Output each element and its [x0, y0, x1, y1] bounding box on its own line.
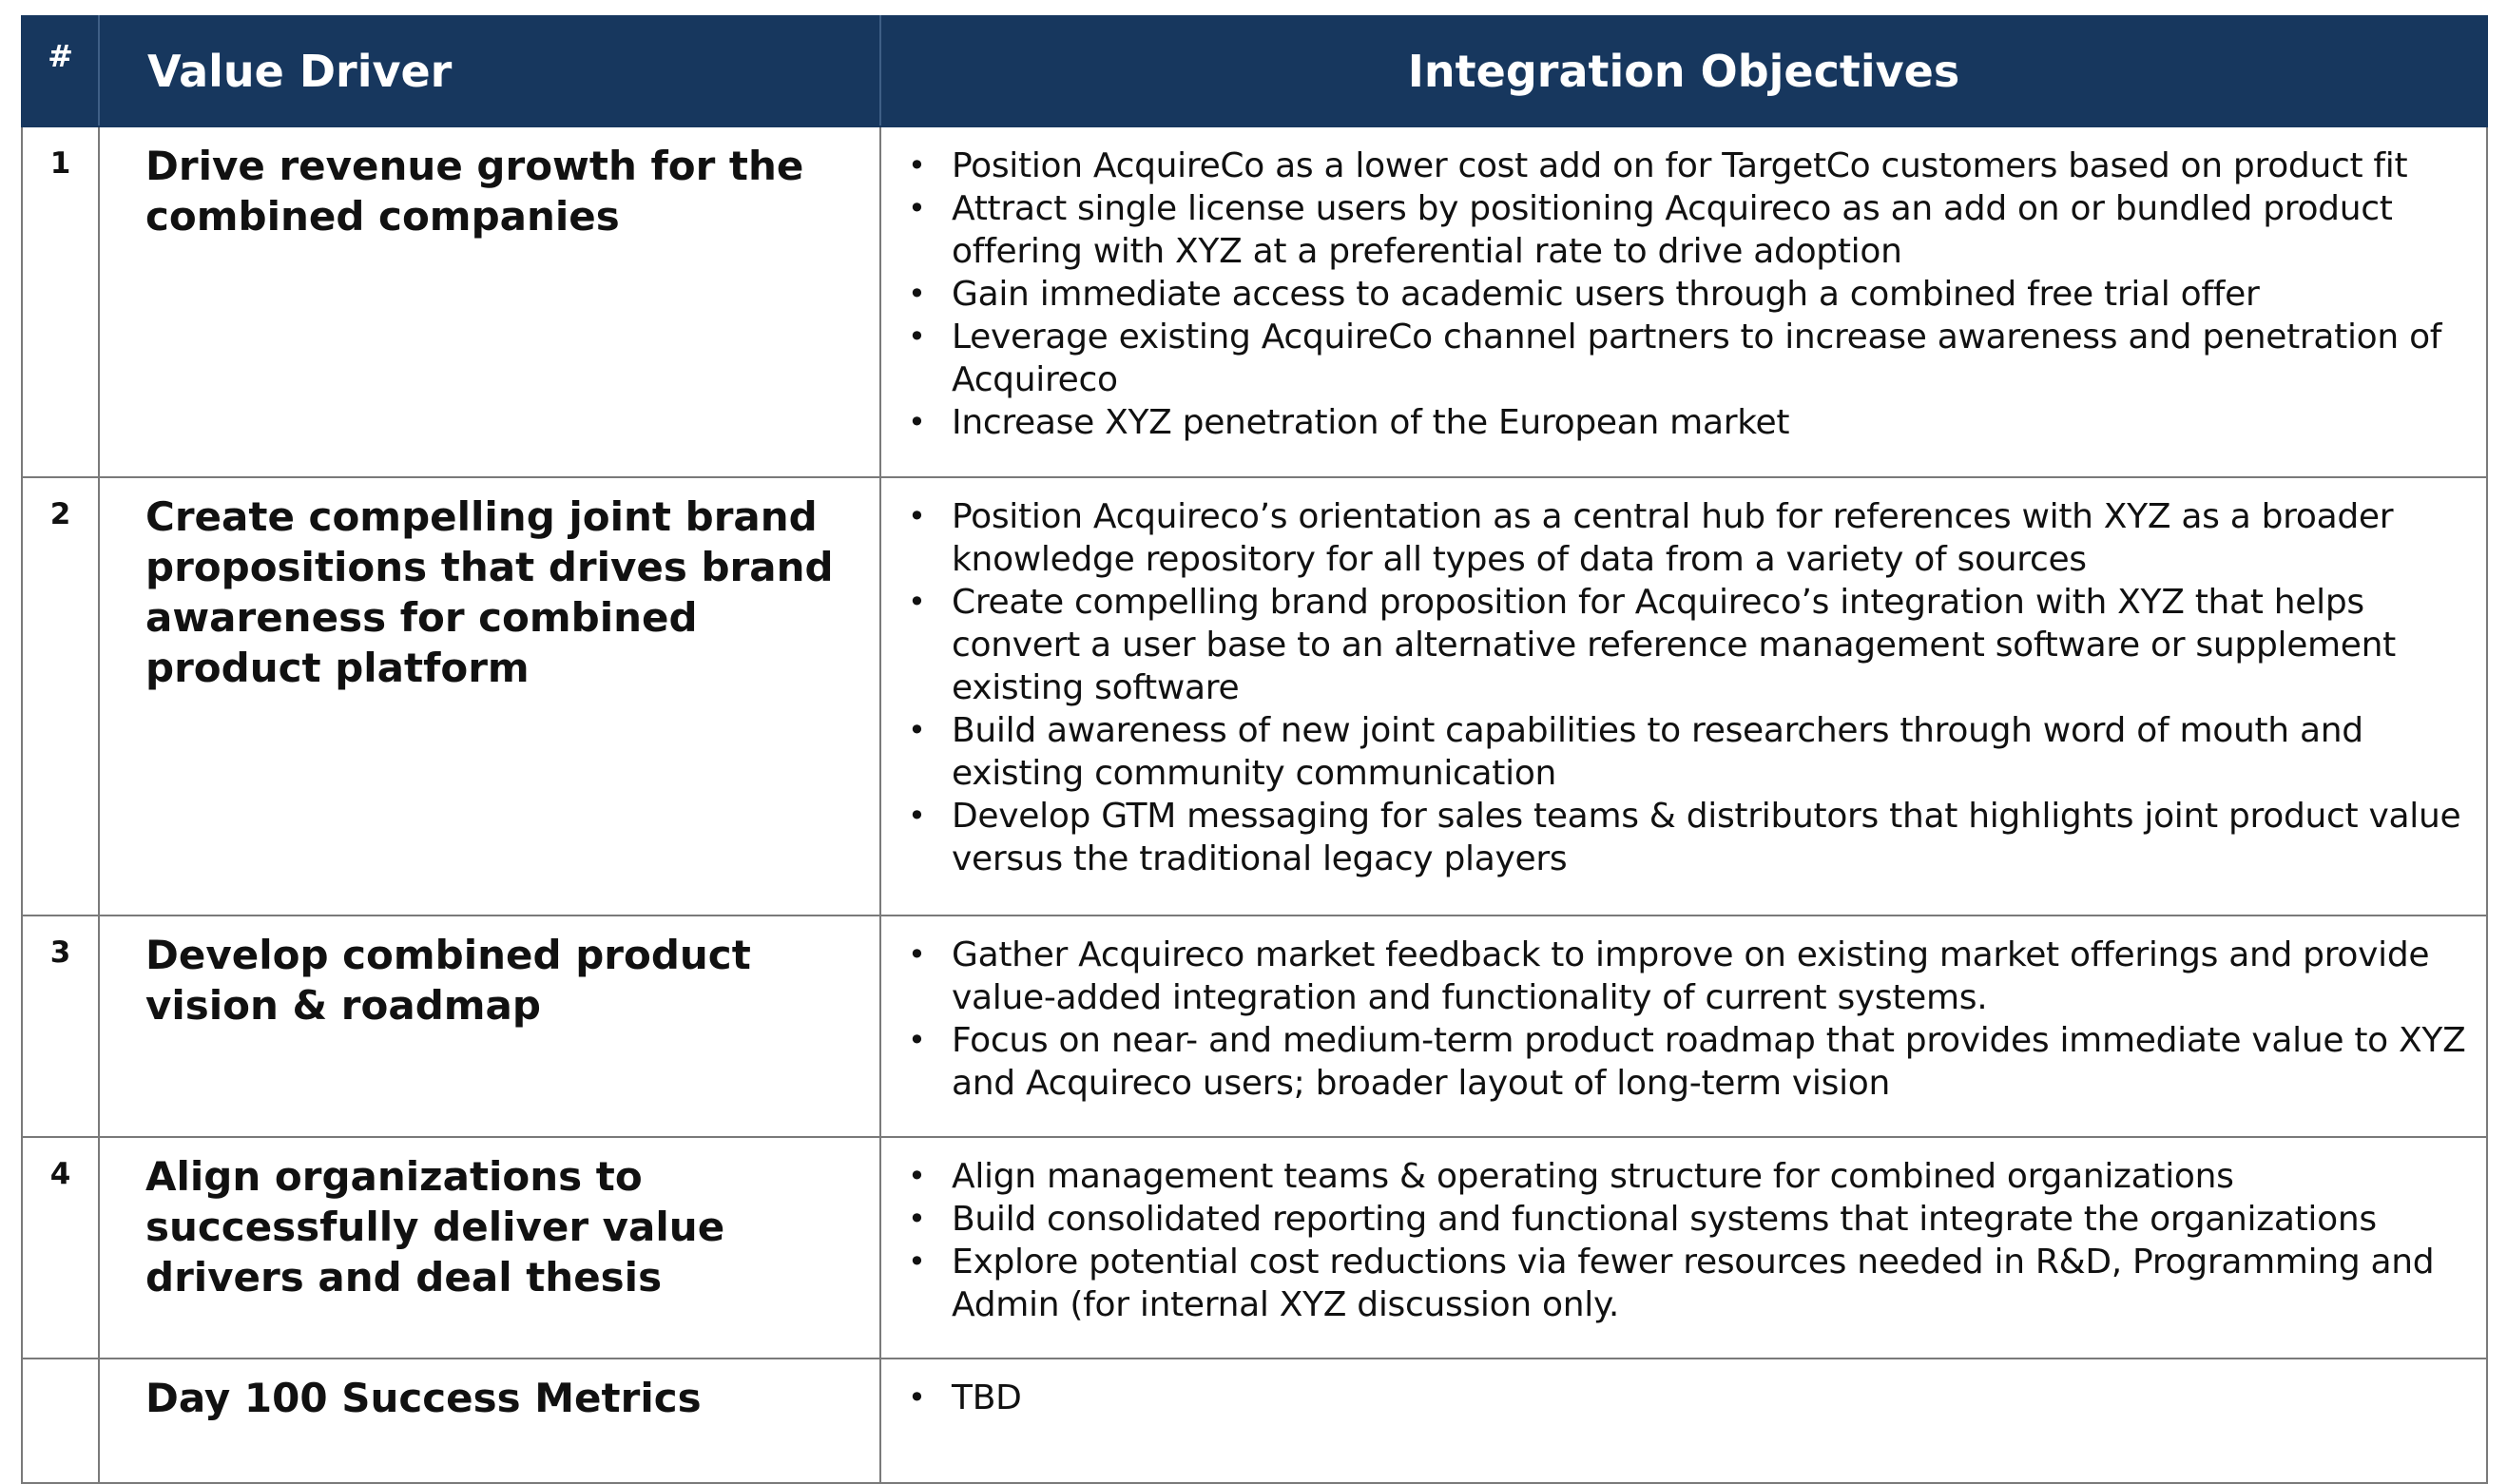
value-driver-cell: Develop combined product vision & roadma…: [98, 915, 881, 1138]
objective-item: Explore potential cost reductions via fe…: [906, 1241, 2467, 1326]
objective-item: Gain immediate access to academic users …: [906, 273, 2467, 316]
table-row: 3 Develop combined product vision & road…: [21, 915, 2488, 1138]
row-number: 2: [21, 476, 100, 916]
objective-item: TBD: [906, 1377, 2467, 1419]
objective-item: Create compelling brand proposition for …: [906, 581, 2467, 709]
value-driver-cell: Drive revenue growth for the combined co…: [98, 125, 881, 478]
objectives-cell: TBD: [879, 1358, 2488, 1484]
objectives-list: Position Acquireco’s orientation as a ce…: [906, 495, 2467, 880]
objective-item: Position Acquireco’s orientation as a ce…: [906, 495, 2467, 581]
objectives-cell: Align management teams & operating struc…: [879, 1136, 2488, 1359]
objective-item: Position AcquireCo as a lower cost add o…: [906, 145, 2467, 187]
objective-item: Attract single license users by position…: [906, 187, 2467, 273]
value-driver-cell: Align organizations to successfully deli…: [98, 1136, 881, 1359]
header-number: #: [21, 15, 100, 127]
objective-item: Increase XYZ penetration of the European…: [906, 401, 2467, 444]
objective-item: Build awareness of new joint capabilitie…: [906, 709, 2467, 795]
table-row: Day 100 Success Metrics TBD: [21, 1358, 2488, 1484]
table-row: 2 Create compelling joint brand proposit…: [21, 476, 2488, 916]
objective-item: Align management teams & operating struc…: [906, 1155, 2467, 1198]
objectives-list: Position AcquireCo as a lower cost add o…: [906, 145, 2467, 444]
row-number: 1: [21, 125, 100, 478]
objective-item: Build consolidated reporting and functio…: [906, 1198, 2467, 1241]
integration-table-container: # Value Driver Integration Objectives 1 …: [21, 15, 2488, 1484]
header-integration-objectives: Integration Objectives: [879, 15, 2488, 127]
table-header-row: # Value Driver Integration Objectives: [21, 15, 2488, 127]
row-number: [21, 1358, 100, 1484]
objective-item: Leverage existing AcquireCo channel part…: [906, 316, 2467, 401]
objectives-list: Align management teams & operating struc…: [906, 1155, 2467, 1326]
integration-objectives-table: # Value Driver Integration Objectives 1 …: [21, 15, 2488, 1484]
value-driver-cell: Day 100 Success Metrics: [98, 1358, 881, 1484]
objectives-list: TBD: [906, 1377, 2467, 1419]
header-value-driver: Value Driver: [98, 15, 881, 127]
objective-item: Gather Acquireco market feedback to impr…: [906, 934, 2467, 1019]
objectives-cell: Gather Acquireco market feedback to impr…: [879, 915, 2488, 1138]
objectives-list: Gather Acquireco market feedback to impr…: [906, 934, 2467, 1105]
objective-item: Develop GTM messaging for sales teams & …: [906, 795, 2467, 880]
objectives-cell: Position Acquireco’s orientation as a ce…: [879, 476, 2488, 916]
table-row: 1 Drive revenue growth for the combined …: [21, 125, 2488, 478]
value-driver-cell: Create compelling joint brand propositio…: [98, 476, 881, 916]
row-number: 3: [21, 915, 100, 1138]
objective-item: Focus on near- and medium-term product r…: [906, 1019, 2467, 1105]
row-number: 4: [21, 1136, 100, 1359]
table-row: 4 Align organizations to successfully de…: [21, 1136, 2488, 1359]
objectives-cell: Position AcquireCo as a lower cost add o…: [879, 125, 2488, 478]
